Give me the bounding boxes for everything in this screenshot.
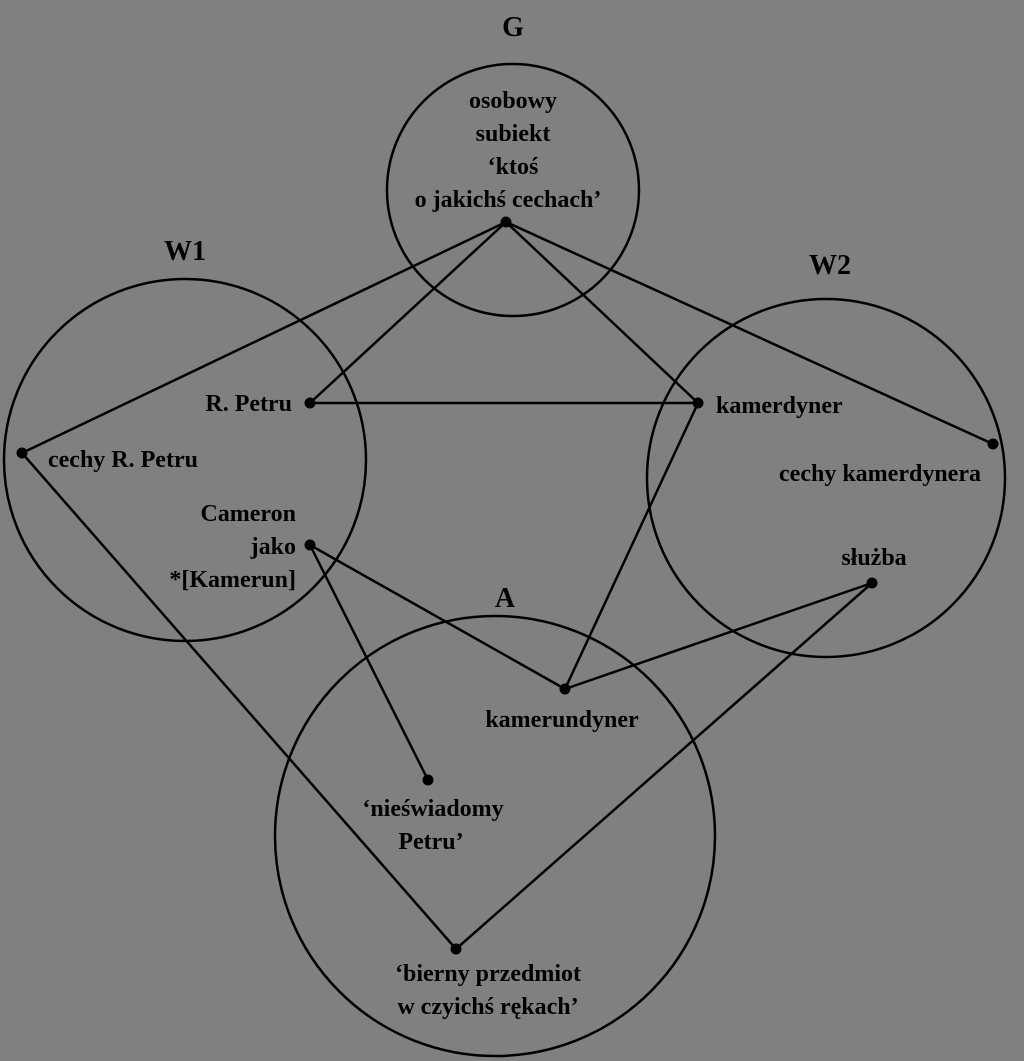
- node-r-petru: [304, 397, 316, 409]
- link-g-cechy-kamerdynera: [505, 220, 994, 446]
- space-title-w1: W1: [164, 236, 206, 267]
- w2-cechy-label: cechy kamerdynera: [779, 461, 981, 487]
- node-cechy-kamerdynera: [987, 438, 999, 450]
- node-cameron: [304, 539, 316, 551]
- node-bierny: [450, 943, 462, 955]
- g-text-line-4: o jakichś cechach’: [415, 187, 602, 213]
- link-cameron-kamerundyner: [309, 543, 566, 691]
- w1-cameron-line-2: jako: [250, 534, 296, 560]
- link-g-cechy-petru: [21, 220, 507, 455]
- link-kamerdyner-kamerundyner: [563, 402, 700, 690]
- node-nieswiadomy: [422, 774, 434, 786]
- link-g-kamerdyner: [505, 221, 699, 404]
- a-nieswiadomy-line-1: ‘nieświadomy: [362, 796, 503, 822]
- space-title-a: A: [495, 583, 516, 614]
- node-kamerdyner: [692, 397, 704, 409]
- g-text-line-3: ‘ktoś: [488, 154, 539, 180]
- link-sluzba-kamerundyner: [564, 581, 873, 691]
- nodes: [16, 216, 999, 955]
- a-nieswiadomy-line-2: Petru’: [398, 829, 463, 855]
- blended-space-circle: [273, 614, 717, 1058]
- g-text-line-2: subiekt: [476, 121, 551, 147]
- link-cechy-petru-bierny: [21, 452, 457, 950]
- w2-sluzba-label: służba: [841, 545, 906, 571]
- node-cechy-r-petru: [16, 447, 28, 459]
- generic-space-circle: [385, 62, 641, 318]
- a-kamerundyner-label: kamerundyner: [485, 707, 639, 733]
- input-space-2-circle: [645, 297, 1007, 659]
- w1-cameron-line-1: Cameron: [200, 501, 296, 527]
- connection-lines: [21, 220, 994, 950]
- link-g-r-petru: [309, 221, 507, 404]
- w1-r-petru-label: R. Petru: [205, 391, 292, 417]
- w1-cameron-line-3: *[Kamerun]: [169, 567, 296, 593]
- g-text-line-1: osobowy: [469, 88, 557, 114]
- node-kamerundyner: [559, 683, 571, 695]
- space-title-w2: W2: [809, 250, 851, 281]
- space-title-g: G: [502, 12, 524, 43]
- a-bierny-line-1: ‘bierny przedmiot: [395, 961, 581, 987]
- w1-cechy-label: cechy R. Petru: [48, 447, 198, 473]
- node-sluzba: [866, 577, 878, 589]
- link-cameron-nieswiadomy: [308, 544, 430, 781]
- link-sluzba-bierny: [455, 582, 873, 950]
- node-generic-subject: [500, 216, 512, 228]
- w2-kamerdyner-label: kamerdyner: [716, 393, 843, 419]
- a-bierny-line-2: w czyichś rękach’: [397, 994, 578, 1020]
